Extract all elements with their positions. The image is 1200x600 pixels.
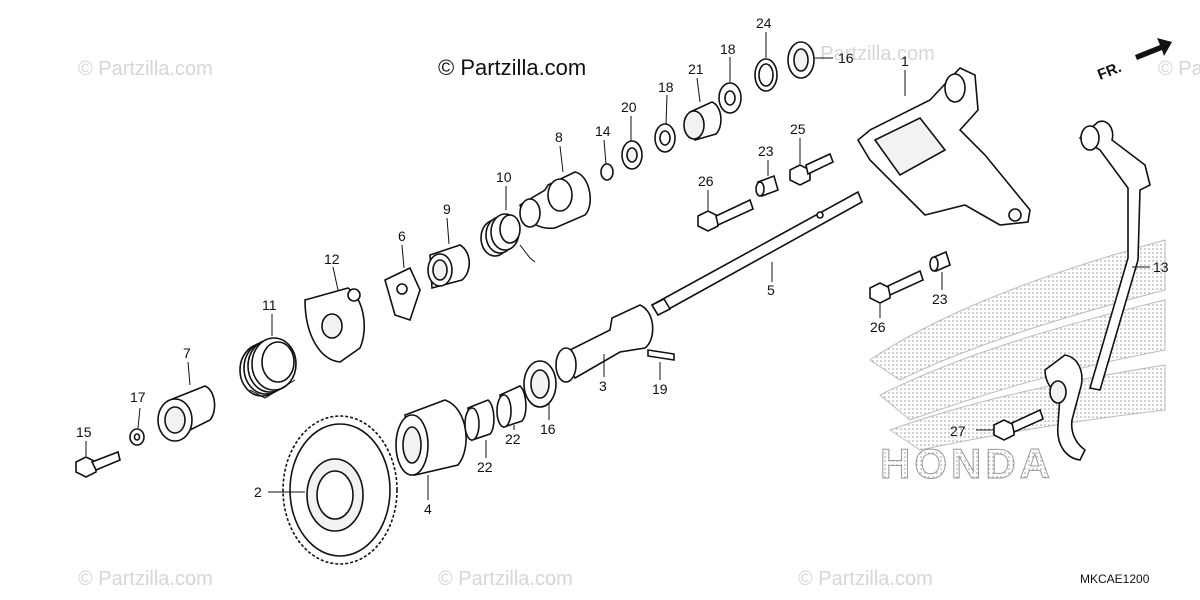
- callout-27: 27: [950, 423, 966, 439]
- callout-10: 10: [496, 169, 512, 185]
- watermark-top-left: © Partzilla.com: [78, 58, 213, 80]
- part-19-pin: [647, 349, 675, 380]
- callout-21: 21: [688, 61, 704, 77]
- callout-11: 11: [262, 297, 277, 313]
- part-3-spindle: [555, 304, 654, 383]
- part-26-bolt-upper: [697, 190, 754, 232]
- part-16-washer-mid: [523, 360, 557, 420]
- callout-22-right: 22: [505, 431, 521, 447]
- callout-5: 5: [767, 282, 775, 298]
- part-20-washer: [621, 116, 643, 170]
- callout-24: 24: [756, 15, 772, 31]
- part-23-collar-upper: [755, 160, 779, 198]
- watermark-bottom-center: © Partzilla.com: [438, 568, 573, 590]
- callout-labels: 1 2 3 4 5 6 7 8 9 10 11 12 13 14 15 16 1…: [76, 15, 1169, 517]
- callout-23-lower: 23: [932, 291, 948, 307]
- part-27-bolt: [976, 408, 1044, 441]
- front-arrow-icon: [1135, 38, 1172, 60]
- honda-logo-text: HONDA: [880, 440, 1054, 487]
- callout-2: 2: [254, 484, 262, 500]
- part-11-spring: [239, 314, 297, 399]
- callout-8: 8: [555, 129, 563, 145]
- diagram-code: MKCAE1200: [1080, 572, 1150, 586]
- part-2-kickstart-gear: [268, 415, 398, 565]
- part-6-guide-plate: [384, 244, 421, 322]
- watermark-bottom-left: © Partzilla.com: [78, 568, 213, 590]
- part-8-spindle: [519, 145, 591, 230]
- part-23-collar-lower: [929, 250, 951, 290]
- callout-26-lower: 26: [870, 319, 886, 335]
- watermark-top-right: © Partzilla.com: [800, 43, 935, 65]
- part-5-shaft: [650, 190, 864, 317]
- callout-1: 1: [901, 53, 909, 69]
- part-25-flange-nut: [789, 138, 835, 186]
- part-1-kickstart-housing: [856, 67, 1031, 226]
- part-10-spring: [480, 186, 536, 263]
- callout-18-lower: 18: [658, 79, 674, 95]
- callout-16-mid: 16: [540, 421, 556, 437]
- part-15-bolt: [75, 441, 121, 478]
- part-24-circlip: [754, 32, 778, 92]
- callout-18-upper: 18: [720, 41, 736, 57]
- callout-22-left: 22: [477, 459, 493, 475]
- part-13-kickstart-arm: [1044, 120, 1151, 461]
- part-26-bolt-lower: [869, 269, 924, 318]
- part-16-washer-top: [787, 41, 833, 79]
- part-14-ring: [600, 139, 614, 181]
- callout-9: 9: [443, 201, 451, 217]
- part-9-bushing: [427, 217, 471, 290]
- part-7-collar: [157, 361, 216, 442]
- part-17-washer: [129, 407, 145, 446]
- watermark-right-edge: © Partzilla.com: [1158, 58, 1200, 80]
- part-22-bearing-right: [496, 385, 527, 430]
- callout-16-top: 16: [838, 50, 854, 66]
- part-4-ratchet: [395, 399, 467, 500]
- part-12-ratchet-plate: [304, 266, 366, 363]
- callout-26-upper: 26: [698, 173, 714, 189]
- callout-3: 3: [599, 378, 607, 394]
- callout-7: 7: [183, 345, 191, 361]
- callout-6: 6: [398, 228, 406, 244]
- callout-25: 25: [790, 121, 806, 137]
- part-21-needle-bearing: [683, 77, 722, 142]
- callout-4: 4: [424, 501, 432, 517]
- front-direction-label: FR.: [1095, 59, 1124, 84]
- part-18-washer-upper: [718, 57, 742, 114]
- callout-12: 12: [324, 251, 340, 267]
- callout-20: 20: [621, 99, 637, 115]
- callout-17: 17: [130, 389, 146, 405]
- callout-23-upper: 23: [758, 143, 774, 159]
- callout-13: 13: [1153, 259, 1169, 275]
- callout-19: 19: [652, 381, 668, 397]
- part-22-bearing-left: [464, 399, 495, 458]
- callout-15: 15: [76, 424, 92, 440]
- callout-14: 14: [595, 123, 611, 139]
- copyright-label: © Partzilla.com: [438, 55, 586, 80]
- part-18-washer-lower: [654, 94, 676, 153]
- watermark-bottom-right: © Partzilla.com: [798, 568, 933, 590]
